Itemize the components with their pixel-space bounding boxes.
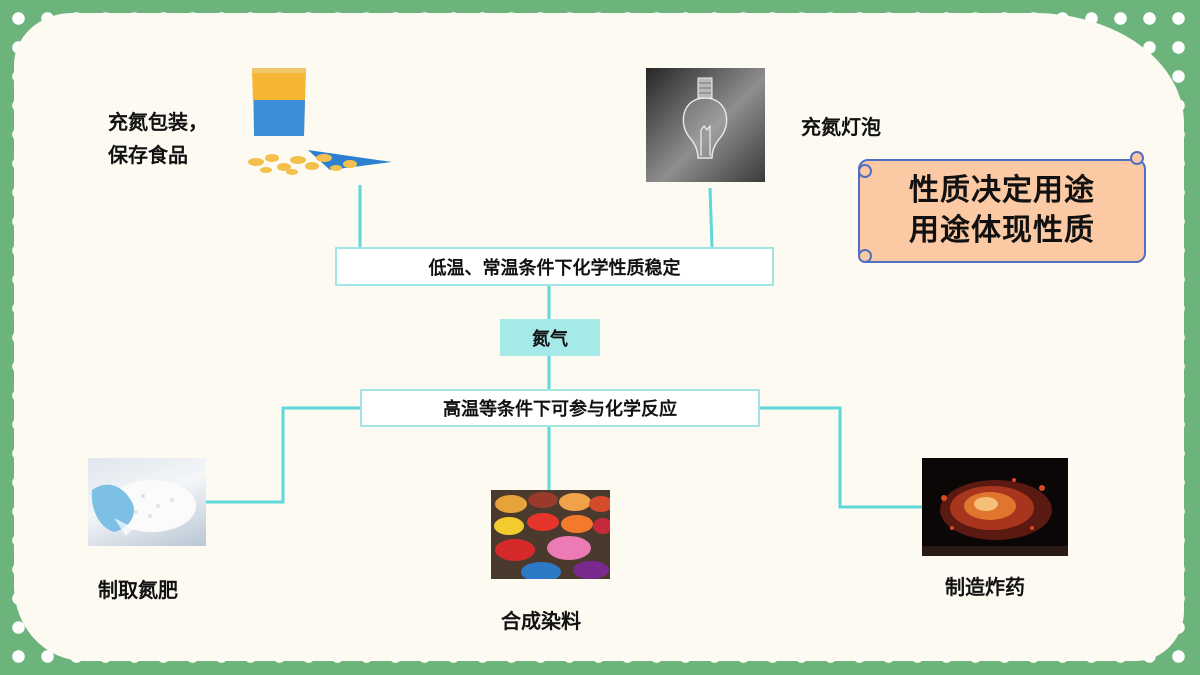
line-bulb xyxy=(708,187,714,248)
reactive-property-box: 高温等条件下可参与化学反应 xyxy=(360,389,760,427)
nitrogen-box: 氮气 xyxy=(500,319,600,356)
scroll-curl-top-right xyxy=(1130,151,1144,165)
fertilizer-label: 制取氮肥 xyxy=(98,578,178,602)
dye-image xyxy=(491,490,610,579)
packaging-label: 充氮包装， 保存食品 xyxy=(108,110,208,167)
scroll-line-1: 性质决定用途 xyxy=(909,172,1095,208)
line-fertilizer xyxy=(206,406,360,504)
fertilizer-image xyxy=(88,458,206,546)
explosive-label: 制造炸药 xyxy=(945,575,1025,599)
scroll-curl-bottom-left xyxy=(858,249,872,263)
food-bag-image xyxy=(246,66,396,182)
scroll-line-2: 用途体现性质 xyxy=(909,213,1095,248)
explosion-image xyxy=(922,458,1068,556)
line-explosive xyxy=(760,406,922,509)
scroll-banner: 性质决定用途 用途体现性质 xyxy=(858,159,1146,263)
stable-property-box: 低温、常温条件下化学性质稳定 xyxy=(335,247,774,286)
scroll-curl-top-left xyxy=(858,164,872,178)
dye-label: 合成染料 xyxy=(501,609,581,633)
bulb-label: 充氮灯泡 xyxy=(801,115,881,139)
light-bulb-image xyxy=(646,68,765,182)
